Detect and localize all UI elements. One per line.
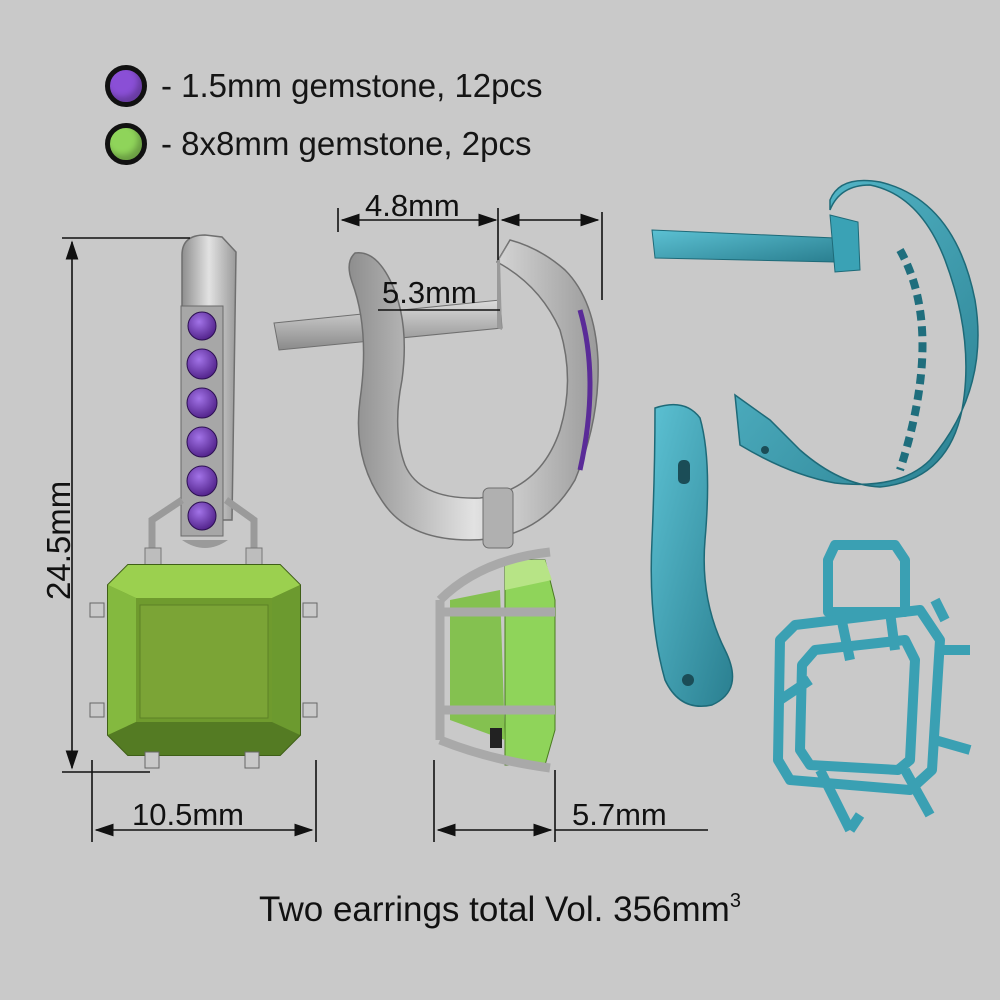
side-setting-frame: [435, 547, 555, 773]
side-depth-dimension-label: 5.7mm: [572, 797, 667, 832]
prongs-front: [89, 602, 318, 769]
purple-gem-swatch: [105, 65, 147, 107]
wax-lever-part: [650, 403, 734, 707]
front-view: [89, 234, 318, 769]
volume-caption: Two earrings total Vol. 356mm3: [0, 890, 1000, 930]
legend-label: - 8x8mm gemstone, 2pcs: [161, 125, 532, 162]
caption-text: Two earrings total Vol. 356mm: [259, 890, 730, 929]
front-dimension-lines: [62, 237, 317, 842]
side-view: [273, 239, 599, 773]
main-gemstone-front: [107, 564, 301, 756]
legend-label: - 1.5mm gemstone, 12pcs: [161, 67, 543, 104]
channel-stones: [186, 311, 218, 531]
green-gem-swatch: [105, 123, 147, 165]
legend-item-large-gemstone: - 8x8mm gemstone, 2pcs: [105, 118, 531, 170]
wax-setting-part: [773, 540, 972, 833]
wax-hook-part: [651, 179, 979, 488]
caption-superscript: 3: [729, 890, 741, 912]
legend-item-small-gemstone: - 1.5mm gemstone, 12pcs: [105, 60, 543, 112]
side-dimension-lines: [337, 208, 708, 842]
front-width-dimension-label: 10.5mm: [132, 797, 244, 832]
hook-depth-dimension-label: 5.3mm: [382, 275, 477, 310]
height-dimension-label: 24.5mm: [40, 480, 77, 600]
hinge-width-dimension-label: 4.8mm: [365, 188, 460, 223]
